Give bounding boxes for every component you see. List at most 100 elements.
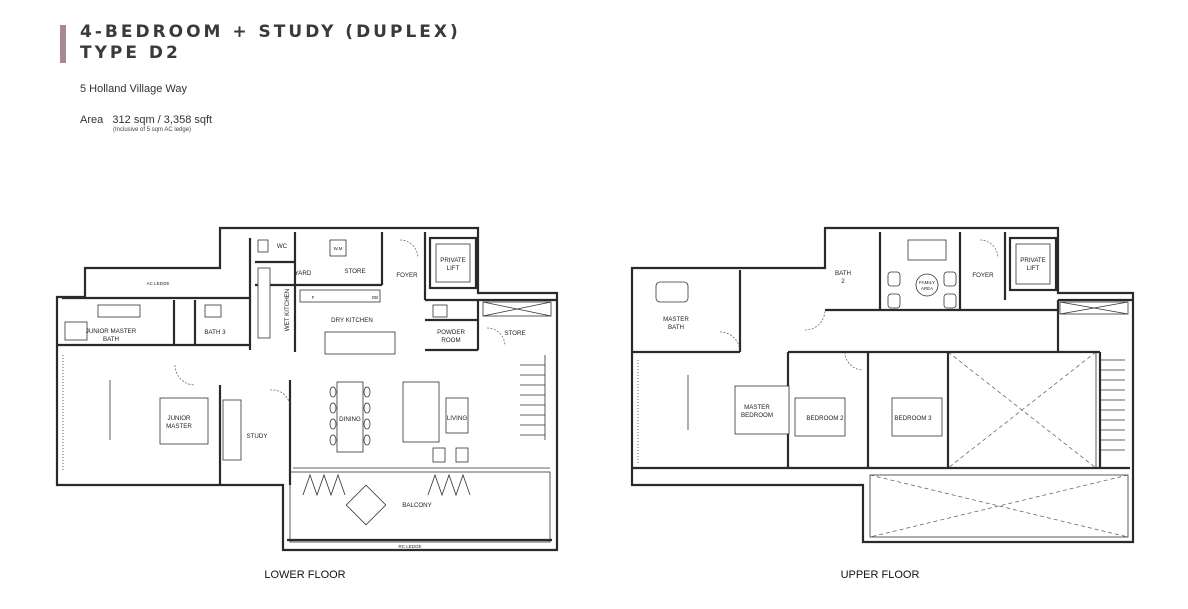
- upper-private-lift-label-1: PRIVATE: [1020, 257, 1046, 264]
- door-swing: [804, 309, 826, 331]
- coffee-table: [445, 397, 469, 434]
- dining-chair: [363, 402, 371, 414]
- area-note: (Inclusive of 5 sqm AC ledge): [113, 127, 192, 133]
- powder-room-sink: [432, 304, 448, 318]
- yard-label: YARD: [295, 270, 312, 277]
- bath3-sink: [204, 304, 222, 318]
- junior-master-bed: [159, 397, 209, 445]
- door-swing: [979, 239, 999, 259]
- folding-door-left: [302, 473, 346, 497]
- fridge-label: F: [312, 295, 315, 300]
- upper-staircase: [1100, 359, 1125, 451]
- area-label: Area: [80, 114, 104, 126]
- area-info: Area 312 sqm / 3,358 sqft: [80, 114, 212, 126]
- void-dash-2: [947, 351, 1097, 469]
- master-bedroom-label-1: MASTER: [744, 404, 770, 411]
- master-bath-label-1: MASTER: [663, 316, 689, 323]
- dining-chair: [329, 386, 337, 398]
- junior-master-label-2: MASTER: [166, 423, 192, 430]
- roof-dash-1: [869, 474, 1129, 538]
- lower-foyer-label: FOYER: [396, 272, 418, 279]
- private-lift-shaft: [428, 236, 478, 290]
- door-swing: [399, 239, 419, 259]
- dry-kitchen-label: DRY KITCHEN: [331, 317, 373, 324]
- balcony-area: [289, 471, 551, 543]
- upper-private-lift-car: [1015, 243, 1051, 285]
- door-swing: [486, 327, 506, 347]
- toilet: [257, 239, 269, 253]
- area-value: 312 sqm / 3,358 sqft: [112, 114, 213, 126]
- bedroom3-bed: [891, 397, 943, 437]
- junior-master-label-1: JUNIOR: [167, 415, 191, 422]
- family-armchair: [943, 293, 957, 309]
- dining-chair: [363, 434, 371, 446]
- bedroom2-label: BEDROOM 2: [806, 415, 844, 422]
- vanity-counter: [97, 304, 141, 318]
- private-lift-car: [435, 243, 471, 283]
- door-swing: [269, 389, 291, 411]
- unit-title: 4-BEDROOM + STUDY (DUPLEX) TYPE D2: [80, 22, 461, 64]
- upper-private-lift-label-2: LIFT: [1027, 265, 1040, 272]
- bath3-label: BATH 3: [204, 329, 226, 336]
- upper-outer-wall: [630, 226, 1135, 544]
- family-round-table: [915, 273, 939, 297]
- master-bed: [734, 385, 790, 435]
- dining-chair: [363, 418, 371, 430]
- dining-label: DINING: [339, 416, 361, 423]
- dining-table: [336, 381, 364, 453]
- unit-title-line1: 4-BEDROOM + STUDY (DUPLEX): [80, 22, 461, 42]
- dining-chair: [329, 402, 337, 414]
- ac-ledge-label: AC LEDGE: [147, 281, 170, 286]
- powder-room-label-2: ROOM: [441, 337, 460, 344]
- lower-staircase: [520, 355, 546, 440]
- wc-label: WC: [277, 243, 288, 250]
- master-bedroom-label-2: BEDROOM: [741, 412, 773, 419]
- bath2-label-2: 2: [841, 278, 845, 285]
- kitchen-island: [324, 331, 396, 355]
- bathtub: [655, 281, 689, 303]
- upper-shelf-cross-2: [1059, 301, 1129, 315]
- bathtub-or-shower: [64, 321, 88, 341]
- upper-shelf: [1059, 301, 1129, 315]
- upper-foyer-label: FOYER: [972, 272, 994, 279]
- armchair: [432, 447, 446, 463]
- dining-chair: [329, 434, 337, 446]
- wet-kitchen-label: WET KITCHEN: [284, 289, 291, 332]
- lower-store-label: STORE: [504, 330, 525, 337]
- door-swing: [719, 331, 741, 353]
- shelf-cross-2: [482, 301, 552, 317]
- door-swing: [844, 351, 864, 371]
- balcony-table: [345, 484, 387, 526]
- bath2-label-1: BATH: [835, 270, 851, 277]
- dining-chair: [329, 418, 337, 430]
- armchair: [455, 447, 469, 463]
- address: 5 Holland Village Way: [80, 83, 188, 95]
- roof-dash-2: [869, 474, 1129, 538]
- store-shelf: [482, 301, 552, 317]
- dining-chair: [363, 386, 371, 398]
- study-label: STUDY: [247, 433, 268, 440]
- junior-master-bath-label-2: BATH: [103, 336, 119, 343]
- sofa: [402, 381, 440, 443]
- unit-type: TYPE D2: [80, 43, 181, 63]
- family-armchair: [887, 271, 901, 287]
- family-sofa: [907, 239, 947, 261]
- lower-private-lift-label-2: LIFT: [447, 265, 460, 272]
- bedroom2-bed: [794, 397, 846, 437]
- family-area-label-1: FAMILY: [919, 280, 935, 285]
- master-bath-label-2: BATH: [668, 324, 684, 331]
- db-label: DB: [372, 295, 378, 300]
- upper-roof: [869, 474, 1129, 538]
- family-area-label-2: AREA: [921, 286, 933, 291]
- lower-floor-caption: LOWER FLOOR: [264, 569, 345, 581]
- balcony-label: BALCONY: [402, 502, 432, 509]
- bedroom3-label: BEDROOM 3: [894, 415, 932, 422]
- upper-floor-caption: UPPER FLOOR: [841, 569, 920, 581]
- lower-private-lift-label-1: PRIVATE: [440, 257, 466, 264]
- wm-label: W.M: [334, 246, 343, 251]
- dry-kitchen-counter: [299, 289, 381, 303]
- folding-door-right: [427, 473, 471, 497]
- lower-floor-plan: AC LEDGE WC W.M YARD STORE FOYER PRIVATE…: [55, 226, 559, 581]
- wet-kitchen-counter: [257, 267, 271, 339]
